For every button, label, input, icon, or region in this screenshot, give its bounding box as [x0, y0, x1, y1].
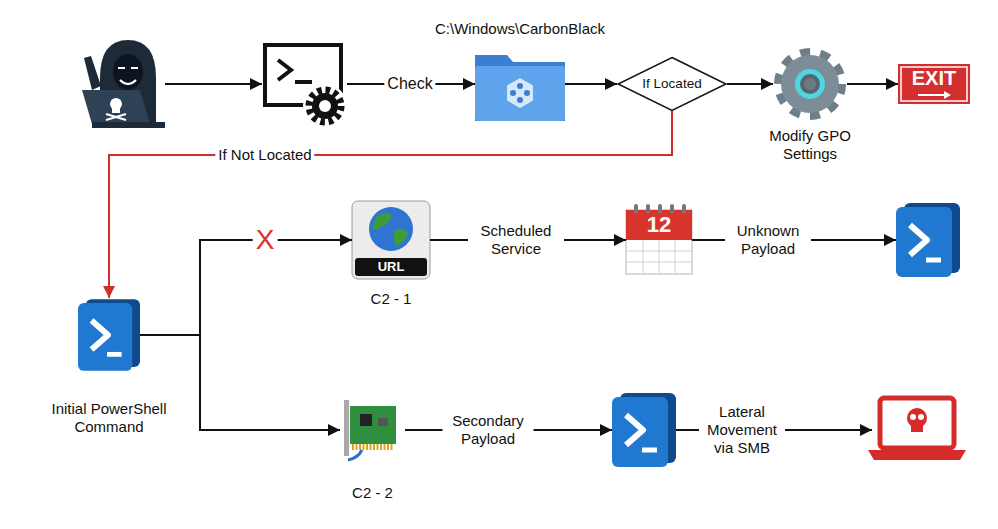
compromised-laptop-icon — [872, 396, 962, 464]
network-card-icon: C2 - 2 — [340, 400, 405, 460]
edge-label: Secondary Payload — [443, 412, 534, 448]
url-globe-icon — [352, 201, 430, 279]
connector-arrow — [165, 83, 262, 85]
powershell-icon — [896, 203, 960, 277]
url-text: URL — [378, 259, 405, 275]
folder-path: C:\Windows\CarbonBlack — [435, 20, 605, 38]
edge-label: Check — [384, 74, 435, 93]
action-caption: Modify GPO Settings — [755, 127, 865, 163]
connector-arrow — [847, 83, 898, 85]
calendar-icon: 12 — [626, 206, 692, 274]
connector-arrow — [109, 111, 672, 298]
diamond-shape — [618, 58, 726, 111]
compromised-laptop-icon — [868, 398, 966, 460]
connector-arrow — [727, 83, 773, 85]
decision-diamond: If Located — [617, 57, 727, 111]
folder-icon — [475, 55, 565, 121]
decision-text: If Located — [642, 76, 701, 92]
edge-label: If Not Located — [215, 146, 314, 164]
edge-label: Unknown Payload — [725, 222, 811, 258]
edge-label: Lateral Movement via SMB — [699, 403, 785, 457]
connector-arrow — [565, 83, 617, 85]
exit-sign — [898, 64, 970, 104]
c2-caption: C2 - 2 — [352, 484, 393, 502]
attacker-icon — [80, 40, 165, 128]
powershell-caption: Initial PowerShell Command — [34, 400, 184, 436]
network-card-icon — [344, 400, 396, 460]
terminal-icon — [262, 42, 347, 126]
settings-gear-icon: Modify GPO Settings — [773, 47, 847, 121]
powershell-icon — [896, 206, 960, 274]
exit-text: EXIT — [912, 66, 956, 90]
exit-sign: EXIT — [898, 64, 970, 104]
calendar-icon — [626, 204, 692, 274]
powershell-icon: Initial PowerShell Command — [78, 298, 140, 372]
connector-arrow — [140, 335, 340, 430]
connector-arrow — [140, 240, 352, 335]
powershell-icon — [612, 396, 676, 464]
powershell-icon — [612, 393, 676, 467]
terminal-icon — [265, 45, 347, 128]
powershell-icon — [78, 299, 140, 371]
url-globe-icon: URLC2 - 1 — [352, 201, 430, 279]
edge-label: X — [253, 223, 278, 257]
c2-caption: C2 - 1 — [371, 290, 412, 308]
settings-gear-icon — [778, 52, 842, 116]
attacker-icon — [82, 40, 165, 128]
calendar-day: 12 — [647, 212, 671, 238]
edge-label: Scheduled Service — [468, 222, 564, 258]
folder-icon: C:\Windows\CarbonBlack — [475, 47, 565, 121]
